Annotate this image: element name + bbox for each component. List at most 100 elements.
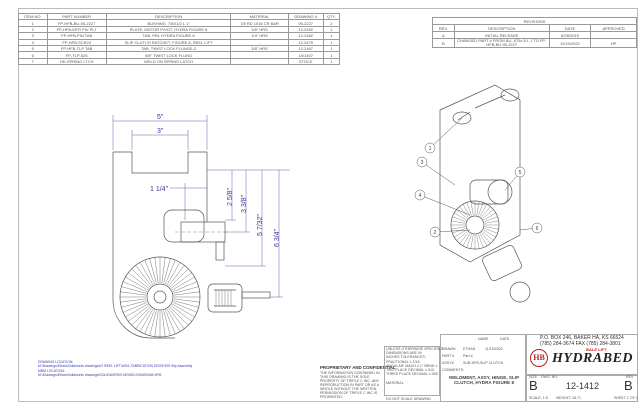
brand-name: HYDRABED bbox=[552, 351, 634, 366]
gear-tooth bbox=[459, 232, 469, 244]
dim-height-5-7-32: 5 7/32" bbox=[257, 214, 264, 236]
title-block: PROPRIETARY AND CONFIDENTIAL THE INFORMA… bbox=[318, 334, 638, 402]
gear-tooth bbox=[173, 291, 200, 296]
col-qty: QTY. bbox=[322, 12, 341, 21]
assy-value: SUB-HFB-SLIP CLUTCH bbox=[463, 361, 504, 365]
gear-tooth bbox=[173, 300, 199, 308]
gear-tooth bbox=[122, 281, 148, 292]
col-part-number: PART NUMBER bbox=[46, 12, 107, 21]
balloon bbox=[424, 142, 436, 154]
gear-tooth bbox=[135, 307, 152, 329]
gear-tooth bbox=[466, 202, 472, 216]
gear-tooth bbox=[131, 306, 151, 326]
gear-tooth bbox=[172, 303, 195, 318]
gear-tooth bbox=[482, 209, 494, 219]
gear-tooth bbox=[481, 232, 491, 244]
mbm-location-path: M:\Drawings\Ethan\Solidworks drawings\SO… bbox=[38, 373, 162, 378]
iso-twist-lock-ring bbox=[509, 281, 531, 303]
sheet-number: SHEET 1 OF 1 bbox=[614, 396, 638, 400]
revisions-table: REVISIONS REV. DESCRIPTION DATE APPROVED… bbox=[432, 17, 637, 48]
gear-tooth bbox=[478, 234, 484, 248]
gear-tooth bbox=[163, 310, 171, 336]
gear-tooth bbox=[154, 257, 159, 284]
gear-tooth bbox=[166, 262, 181, 285]
balloon-number: 1 bbox=[429, 146, 432, 152]
gear-tooth bbox=[456, 209, 468, 219]
drawing-location-path: M:\Drawings\Ethan\Solidworks drawings\02… bbox=[38, 364, 193, 369]
gear-tooth bbox=[125, 276, 148, 291]
no-scale-note: DO NOT SCALE DRAWING bbox=[386, 397, 431, 401]
gear-tooth bbox=[470, 234, 474, 249]
dim-offset-1-1-4: 1 1/4" bbox=[150, 186, 169, 193]
col-material: MATERIAL bbox=[230, 12, 289, 21]
tol-fractional: FRACTIONAL ± 1/16 bbox=[386, 360, 420, 364]
mbm-location-label: MBM LOCATION: bbox=[38, 368, 65, 373]
proprietary-text: THE INFORMATION CONTAINED IN THIS DRAWIN… bbox=[320, 371, 380, 399]
gear-tooth bbox=[484, 228, 498, 234]
balloon-leader bbox=[421, 161, 456, 186]
gear-tooth bbox=[483, 229, 496, 238]
iso-motor-pivot bbox=[469, 179, 509, 205]
gear-tooth bbox=[135, 265, 152, 287]
gear-tooth bbox=[466, 234, 472, 248]
gear-tooth bbox=[478, 202, 484, 216]
material-label: MATERIAL bbox=[386, 381, 404, 385]
bill-of-materials-table: ITEM NO. PART NUMBER DESCRIPTION MATERIA… bbox=[18, 12, 341, 66]
iso-spring-latch bbox=[482, 244, 522, 282]
gear-tooth bbox=[481, 206, 491, 218]
revision-row: B CHANGED PART # FROM BU-.675x.5 L 1 TO … bbox=[432, 38, 637, 48]
dim-height-3-3-8: 3 3/8" bbox=[241, 194, 248, 213]
tol-two-place: TWO PLACE DECIMAL ±.010 bbox=[386, 368, 434, 372]
gear-tooth bbox=[161, 257, 166, 284]
gear-tooth bbox=[163, 258, 171, 284]
drawing-title: WELDMENT, ASSY, HINGE, SLIP CLUTCH, HYDR… bbox=[448, 375, 520, 386]
dim-width-3: 3" bbox=[157, 128, 164, 135]
balloon-leader bbox=[434, 229, 471, 233]
name-header: NAME bbox=[478, 337, 489, 341]
gear-tooth bbox=[484, 216, 498, 222]
gear-tooth bbox=[121, 300, 147, 308]
balloon-number: 4 bbox=[419, 193, 422, 199]
gear-tooth bbox=[125, 303, 148, 318]
gear-tooth bbox=[120, 291, 147, 296]
drawn-label: DRAWN bbox=[442, 347, 456, 351]
sheet-size: B bbox=[529, 378, 538, 393]
gear-tooth bbox=[128, 305, 150, 322]
gear-tooth bbox=[451, 226, 466, 230]
date-header: DATE bbox=[500, 337, 510, 341]
bushing-outline bbox=[113, 151, 208, 222]
gear-tooth bbox=[170, 272, 192, 289]
gear-tooth bbox=[169, 306, 189, 326]
gear-tooth bbox=[169, 268, 189, 288]
gear-tooth bbox=[484, 220, 499, 224]
gear-tooth bbox=[165, 309, 176, 335]
gear-tooth bbox=[470, 201, 474, 216]
gear-tooth bbox=[452, 216, 466, 222]
gear-tooth bbox=[483, 212, 496, 221]
bom-cell bbox=[230, 57, 289, 66]
tol-three-place: THREE PLACE DECIMAL ±.005 bbox=[386, 372, 438, 376]
bom-cell: HD-SPRING LTCH bbox=[46, 57, 107, 66]
gear-tooth bbox=[454, 212, 467, 221]
gear-tooth bbox=[166, 309, 181, 332]
gear-tooth bbox=[131, 268, 151, 288]
gear-tooth bbox=[139, 309, 154, 332]
gear-tooth bbox=[144, 259, 155, 285]
balloon bbox=[416, 156, 428, 168]
proprietary-title: PROPRIETARY AND CONFIDENTIAL bbox=[320, 365, 396, 370]
dim-height-2-5-8: 2 5/8" bbox=[227, 187, 234, 206]
gear-tooth bbox=[479, 204, 488, 217]
bom-cell: 7/8 RD 1018 CR BAR bbox=[230, 19, 289, 27]
gear-tooth bbox=[173, 298, 200, 303]
gear-tooth bbox=[456, 231, 468, 241]
gear-tooth bbox=[128, 272, 150, 289]
part-value: Part # bbox=[463, 354, 473, 358]
balloon-number: 6 bbox=[536, 226, 539, 232]
drawing-location-label: DRAWING LOCATION: bbox=[38, 360, 74, 364]
gear-tooth bbox=[120, 298, 147, 303]
revision-letter: B bbox=[624, 378, 633, 393]
latch-pin-outline bbox=[215, 241, 225, 261]
